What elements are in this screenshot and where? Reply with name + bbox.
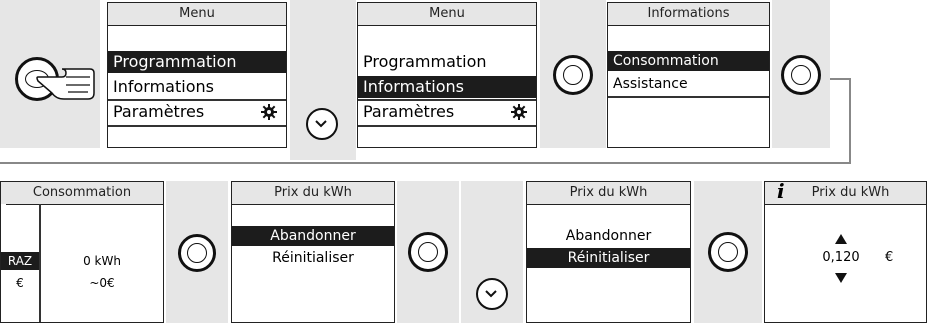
hand-pointer-icon xyxy=(36,68,95,100)
step-panel-ok xyxy=(166,181,228,323)
step-panel-down xyxy=(290,0,356,160)
down-button-icon[interactable] xyxy=(306,108,338,140)
screen-title: Menu xyxy=(108,3,286,26)
divider xyxy=(108,99,286,101)
info-icon: i xyxy=(777,181,785,203)
divider xyxy=(358,99,536,101)
screen-title: Prix du kWh xyxy=(527,182,690,205)
step-panel-ok xyxy=(772,0,830,148)
ok-button-icon[interactable] xyxy=(553,55,593,95)
arrow-up-icon[interactable] xyxy=(835,234,847,244)
flow-connector xyxy=(0,78,851,164)
option-reinitialiser[interactable]: Réinitialiser xyxy=(527,248,690,268)
ok-button-icon[interactable] xyxy=(708,232,748,272)
menu-item-parametres[interactable]: Paramètres xyxy=(113,102,205,121)
step-panel-press xyxy=(0,0,100,148)
ok-button-icon[interactable] xyxy=(178,234,216,272)
side-option-raz[interactable]: RAZ xyxy=(1,252,39,270)
consumption-euro: ~0€ xyxy=(89,276,115,290)
step-panel-down xyxy=(461,181,523,323)
side-option-euro[interactable]: € xyxy=(16,276,24,290)
option-abandonner[interactable]: Abandonner xyxy=(565,228,652,244)
lcd-screen-prix-kwh: Prix du kWh Abandonner Réinitialiser xyxy=(526,181,691,323)
price-value[interactable]: 0,120 xyxy=(822,250,860,265)
down-button-icon[interactable] xyxy=(476,278,508,310)
step-panel-menu1: Menu Programmation Informations Paramètr… xyxy=(100,0,290,148)
menu-item-programmation[interactable]: Programmation xyxy=(108,51,286,73)
menu-item-informations[interactable]: Informations xyxy=(358,76,536,98)
step-panel-menu2: Menu Programmation Informations Paramètr… xyxy=(356,0,540,148)
gear-icon xyxy=(511,104,527,120)
screen-title: Informations xyxy=(608,3,769,26)
lcd-screen-consommation: Consommation RAZ € 0 kWh ~0€ xyxy=(0,181,164,323)
lcd-screen-informations: Informations Consommation Assistance xyxy=(607,2,770,148)
screen-title: Consommation xyxy=(1,182,163,205)
arrow-down-icon[interactable] xyxy=(835,273,847,283)
menu-item-assistance[interactable]: Assistance xyxy=(613,76,688,92)
menu-item-informations[interactable]: Informations xyxy=(113,77,214,96)
lcd-screen-menu: Menu Programmation Informations Paramètr… xyxy=(107,2,287,148)
step-panel-ok xyxy=(540,0,606,148)
price-unit: € xyxy=(885,250,894,265)
divider xyxy=(108,125,286,127)
screen-title: Menu xyxy=(358,3,536,26)
screen-title: Prix du kWh xyxy=(765,182,926,205)
option-abandonner[interactable]: Abandonner xyxy=(232,226,394,246)
menu-item-consommation[interactable]: Consommation xyxy=(608,51,769,71)
consumption-kwh: 0 kWh xyxy=(83,254,121,268)
ok-button-icon[interactable] xyxy=(408,232,448,272)
screen-title: Prix du kWh xyxy=(232,182,394,205)
divider xyxy=(608,96,769,98)
step-panel-ok xyxy=(397,181,459,323)
lcd-screen-menu: Menu Programmation Informations Paramètr… xyxy=(357,2,537,148)
ok-button-icon[interactable] xyxy=(781,55,821,95)
menu-item-parametres[interactable]: Paramètres xyxy=(363,102,455,121)
step-panel-ok xyxy=(694,181,762,323)
menu-item-programmation[interactable]: Programmation xyxy=(363,52,487,71)
divider xyxy=(39,204,41,322)
lcd-screen-prix-kwh-edit: Prix du kWh i 0,120 € xyxy=(764,181,927,323)
divider xyxy=(358,125,536,127)
gear-icon xyxy=(261,104,277,120)
lcd-screen-prix-kwh: Prix du kWh Abandonner Réinitialiser xyxy=(231,181,395,323)
option-reinitialiser[interactable]: Réinitialiser xyxy=(272,250,354,266)
